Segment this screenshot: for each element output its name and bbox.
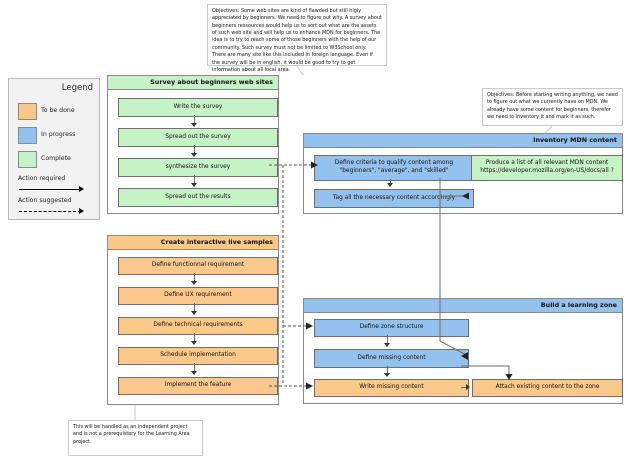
node-define-missing-content[interactable]: Define missing content [314, 349, 469, 368]
connector-samples-4 [194, 363, 195, 372]
arrowhead-samples-4-icon [191, 371, 197, 375]
node-synthesize-the-survey[interactable]: synthesize the survey [118, 158, 278, 177]
lane-header-samples: Create interactive live samples [108, 236, 278, 250]
lane-inventory-mdn-content: Inventory MDN content Define criteria to… [303, 133, 623, 214]
node-define-zone-structure[interactable]: Define zone structure [314, 319, 469, 337]
legend-label-action-suggested: Action suggested [18, 197, 72, 204]
legend-label-action-required: Action required [18, 175, 66, 182]
arrowhead-zone-2-icon [384, 373, 390, 377]
legend-swatch-complete [18, 151, 37, 168]
leader-note-top [296, 65, 304, 76]
connector-survey-3 [194, 175, 195, 184]
node-spread-out-the-results[interactable]: Spread out the results [118, 188, 278, 207]
legend-swatch-to-be-done [18, 103, 37, 120]
legend-label-to-be-done: To be done [41, 107, 75, 114]
note-inventory-objectives: Objectives: Before starting writing anyt… [482, 88, 623, 126]
arrowhead-survey-2-icon [191, 153, 197, 157]
arrowhead-samples-2-icon [191, 311, 197, 315]
lane-survey-about-beginners-web-sites: Survey about beginners web sites Write t… [107, 75, 279, 214]
legend-title: Legend [61, 83, 93, 93]
legend-panel: Legend To be done In progress Complete A… [8, 78, 100, 220]
connector-zone-2 [387, 366, 388, 374]
legend-dashed-line [19, 211, 81, 212]
arrowhead-samples-1-icon [191, 281, 197, 285]
connector-samples-1 [194, 273, 195, 282]
lane-title-zone: Build a learning zone [540, 301, 617, 309]
lane-title-inventory: Inventory MDN content [533, 136, 617, 144]
arrowhead-inventory-1-icon [387, 183, 393, 187]
node-define-ux-requirement[interactable]: Define UX requirement [118, 287, 278, 305]
legend-label-in-progress: In progress [41, 131, 76, 138]
legend-label-complete: Complete [41, 155, 71, 162]
lane-build-a-learning-zone: Build a learning zone Define zone struct… [303, 298, 623, 404]
legend-dashed-arrowhead-icon [79, 208, 84, 214]
lane-header-inventory: Inventory MDN content [304, 134, 622, 148]
connector-survey-1 [194, 115, 195, 124]
node-define-criteria-to-qualify-content[interactable]: Define criteria to qualify content among… [314, 155, 474, 181]
lane-create-interactive-live-samples: Create interactive live samples Define f… [107, 235, 279, 405]
connector-samples-3 [194, 333, 195, 342]
connector-zone-1 [387, 335, 388, 344]
leader-note-right [544, 125, 553, 134]
lane-title-samples: Create interactive live samples [160, 238, 273, 246]
arrowhead-samples-3-icon [191, 341, 197, 345]
arrowhead-zone-3-icon [466, 384, 470, 390]
lane-title-survey: Survey about beginners web sites [150, 78, 273, 86]
node-schedule-implementation[interactable]: Schedule implementation [118, 347, 278, 365]
arrowhead-zone-1-icon [384, 343, 390, 347]
legend-solid-arrowhead-icon [79, 186, 84, 192]
lane-header-survey: Survey about beginners web sites [108, 76, 278, 90]
connector-inventory-1 [390, 179, 391, 184]
node-define-technical-requirements[interactable]: Define technical requirements [118, 317, 278, 335]
node-attach-existing-content-to-the-zone[interactable]: Attach existing content to the zone [472, 379, 623, 397]
arrowhead-survey-3-icon [191, 183, 197, 187]
connector-zone-3 [461, 387, 467, 388]
node-produce-list-of-mdn-content[interactable]: Produce a list of all relevant MDN conte… [471, 155, 623, 181]
node-write-the-survey[interactable]: Write the survey [118, 98, 278, 117]
node-define-functionnal-requirement[interactable]: Define functionnal requirement [118, 257, 278, 275]
arrowhead-survey-1-icon [191, 123, 197, 127]
node-spread-out-the-survey[interactable]: Spread out the survey [118, 128, 278, 147]
connector-samples-2 [194, 303, 195, 312]
connector-survey-2 [194, 145, 195, 154]
lane-header-zone: Build a learning zone [304, 299, 622, 313]
node-implement-the-feature[interactable]: Implement the feature [118, 377, 278, 395]
node-write-missing-content[interactable]: Write missing content [314, 379, 469, 397]
legend-swatch-in-progress [18, 127, 37, 144]
legend-solid-line [19, 189, 81, 190]
note-survey-objectives: Objectives: Some web sites are kind of f… [207, 4, 387, 73]
node-tag-all-necessary-content[interactable]: Tag all the necessary content accordingl… [314, 189, 474, 208]
note-independent-project: This will be handled as an independent p… [68, 420, 203, 456]
